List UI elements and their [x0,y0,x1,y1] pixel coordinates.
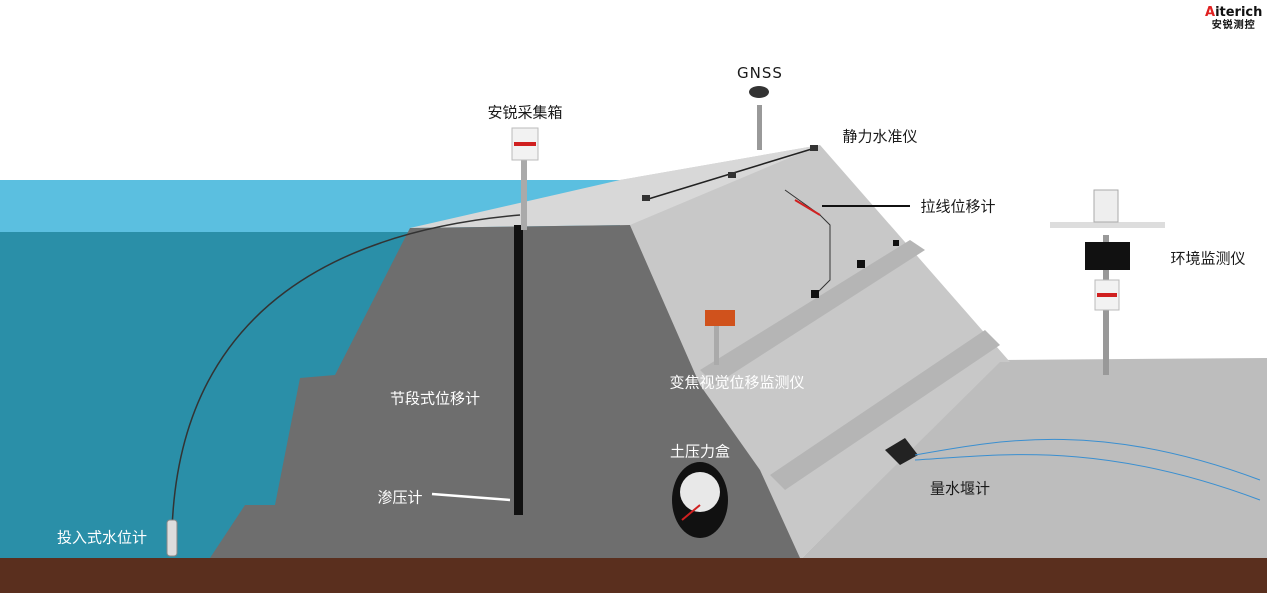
env-solar-panel [1085,242,1130,270]
vision-camera [705,310,735,326]
ground [0,558,1267,593]
logo-initial: A [1205,5,1216,20]
target-marker [857,260,865,268]
label-static-level: 静力水准仪 [842,127,918,146]
dam-berm [700,240,925,385]
water-lines [914,438,1261,501]
earth-pressure-cell [680,472,720,512]
static-level-sensor [642,195,650,201]
static-level-sensor [728,172,736,178]
label-weir-meter: 量水堰计 [929,479,991,498]
dam-crest [410,145,820,228]
label-collector-box: 安锐采集箱 [487,103,563,122]
env-crossbar [1050,222,1165,228]
downstream-ground [800,358,1267,560]
submersible-sensor [166,519,178,557]
label-wire-displacement: 拉线位移计 [920,197,996,216]
logo-cn: 安锐测控 [1211,20,1256,31]
collector-box-stripe [514,142,536,146]
dam-berm-2 [770,330,1000,490]
collector-pole [521,160,527,230]
brand-logo: Aiterich 安锐测控 [1205,6,1262,32]
label-piezometer: 渗压计 [377,488,423,507]
wire-displacement-cable [784,189,831,296]
vision-pole [714,325,719,365]
piezometer-pointer [431,492,511,502]
dam-section [210,225,800,558]
label-zoom-vision-monitor: 变焦视觉位移监测仪 [669,373,805,392]
label-earth-pressure-cell: 土压力盒 [669,442,731,461]
dam-downstream-face [620,145,1010,560]
target-marker [893,240,899,246]
label-segment-displacement: 节段式位移计 [389,389,481,408]
gnss-antenna [749,86,769,98]
env-sensor [1093,189,1119,223]
gnss-pole [757,105,762,150]
weir-meter [885,438,918,465]
label-gnss: GNSS [737,64,783,82]
label-submersible-level: 投入式水位计 [56,528,148,547]
target-marker [811,290,819,298]
wire-red [794,199,821,216]
segment-displacement-pipe [514,225,523,515]
logo-text: iterich [1215,5,1263,20]
sensor-cable [171,214,521,531]
label-environment-monitor: 环境监测仪 [1170,249,1246,268]
cell-cable [681,504,701,521]
env-box-stripe [1097,293,1117,297]
static-level-sensor [810,145,818,151]
